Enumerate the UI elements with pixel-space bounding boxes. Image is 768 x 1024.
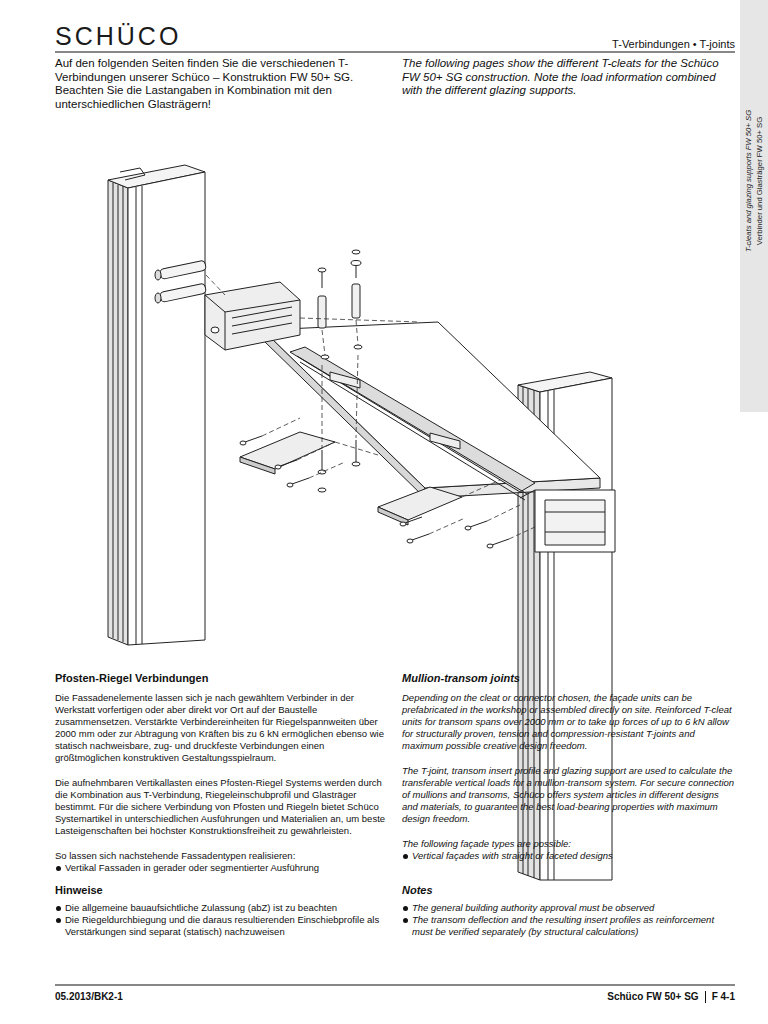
footer-code: 05.2013/BK2-1 (55, 991, 255, 1003)
body-text: Die aufnehmbaren Vertikallasten eines Pf… (55, 777, 390, 837)
bullet-row: Vertical façades with straight or facete… (402, 850, 735, 862)
bullet-row: Die Riegeldurchbiegung und die daraus re… (55, 914, 390, 938)
footer-right: Schüco FW 50+ SG F 4-1 (607, 991, 735, 1003)
bullet-row: The general building authority approval … (402, 902, 735, 914)
bullet-dot (56, 906, 61, 911)
tab-label: Verbinder und Glasträger FW 50+ SG (754, 63, 765, 299)
section-heading: Notes (402, 884, 735, 897)
body-text: So lassen sich nachstehende Fassadentype… (55, 850, 390, 862)
bullet-dot (56, 918, 61, 923)
footer-product: Schüco FW 50+ SG (607, 991, 698, 1003)
bullet-row: Die allgemeine bauaufsichtliche Zulassun… (55, 902, 390, 914)
bullet-dot (403, 854, 408, 859)
section-heading: Mullion-transom joints (402, 672, 735, 685)
label-holder: 05.2013/BK2-1 (55, 991, 255, 1003)
brand-logo: SCHÜCO (55, 22, 275, 50)
assembly-lines (206, 275, 535, 539)
bullet-text: The general building authority approval … (412, 902, 735, 914)
side-tab-text: T-cleats and glazing supports FW 50+ SGV… (743, 63, 765, 299)
intro-text: The following pages show the different T… (402, 57, 735, 98)
section-heading: Pfosten-Riegel Verbindungen (55, 672, 390, 685)
bullet-text: Die Riegeldurchbiegung und die daraus re… (65, 914, 390, 938)
body-text: Die Fassadenelemente lassen sich je nach… (55, 692, 390, 764)
side-tab: T-cleats and glazing supports FW 50+ SGV… (740, 0, 768, 412)
label-holder: SCHÜCO (55, 22, 275, 50)
intro-text: Auf den folgenden Seiten finden Sie die … (55, 57, 390, 111)
bullet-text: Die allgemeine bauaufsichtliche Zulassun… (65, 902, 390, 914)
bullet-text: Vertical façades with straight or facete… (412, 850, 735, 862)
footer-rule (55, 985, 735, 986)
bullet-row: Vertikal Fassaden in gerader oder segmen… (55, 862, 390, 874)
bullet-row: The transom deflection and the resulting… (402, 914, 735, 938)
page-title: T-Verbindungen • T-joints (612, 38, 735, 51)
header-rule (55, 52, 735, 53)
footer-page: F 4-1 (712, 991, 735, 1003)
label-holder: Auf den folgenden Seiten finden Sie die … (55, 57, 390, 111)
tab-label: T-cleats and glazing supports FW 50+ SG (743, 63, 754, 299)
bullet-text: Vertikal Fassaden in gerader oder segmen… (65, 862, 390, 874)
body-text: The following façade types are possible: (402, 838, 735, 850)
bullet-text: The transom deflection and the resulting… (412, 914, 735, 938)
bullet-dot (403, 906, 408, 911)
body-text: Depending on the cleat or connector chos… (402, 692, 735, 752)
section-heading: Hinweise (55, 884, 390, 897)
bullet-dot (56, 866, 61, 871)
column-german: Pfosten-Riegel VerbindungenDie Fassadene… (55, 672, 390, 938)
label-holder: The following pages show the different T… (402, 57, 735, 98)
column-english: Mullion-transom jointsDepending on the c… (402, 672, 735, 938)
footer-separator (705, 991, 706, 1003)
bullet-dot (403, 918, 408, 923)
title-holder: T-Verbindungen • T-joints (612, 38, 735, 51)
body-text: The T-joint, transom insert profile and … (402, 765, 735, 825)
